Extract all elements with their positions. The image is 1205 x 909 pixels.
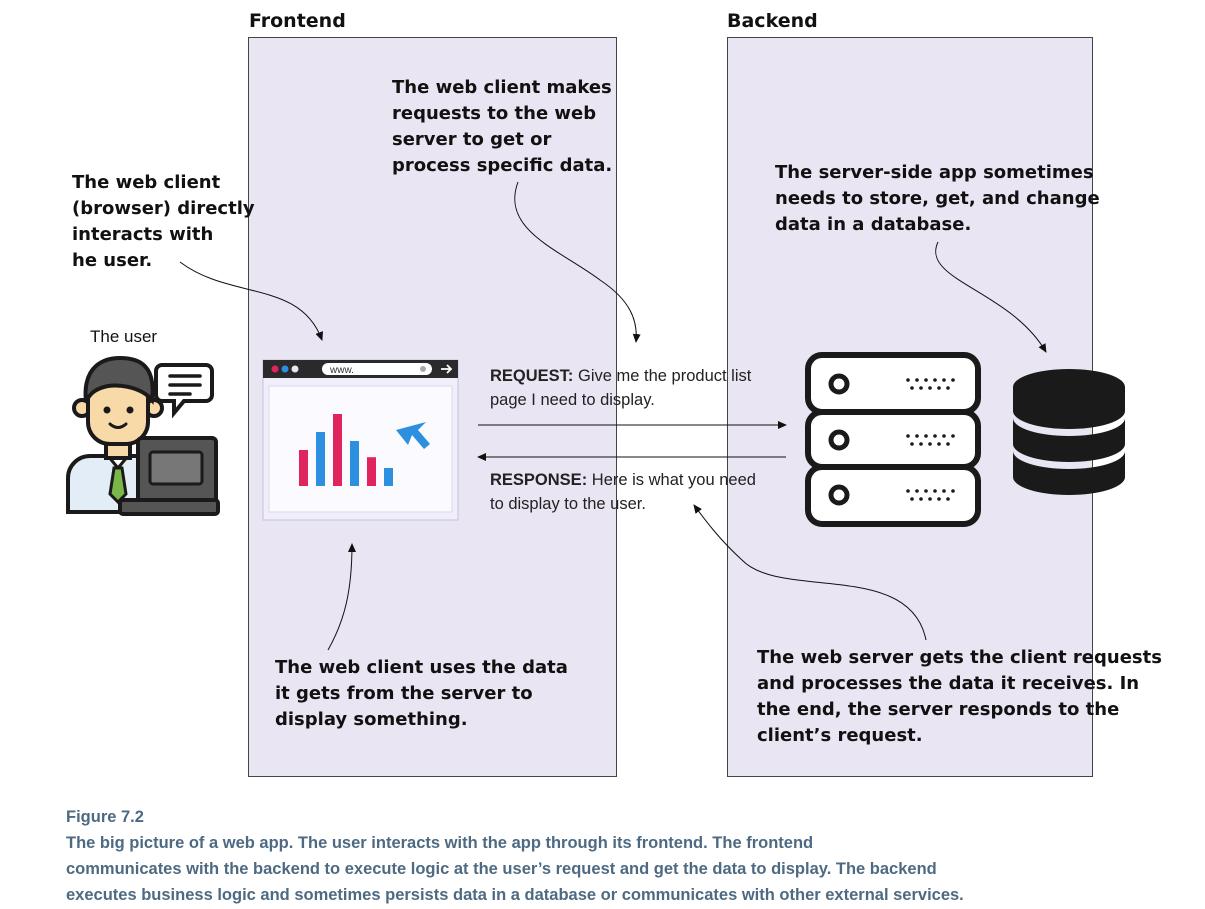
- request-line-1: Give me the product list: [573, 367, 752, 385]
- frontend-title: Frontend: [249, 10, 346, 32]
- note-line: data in a database.: [775, 214, 972, 235]
- note-web-client-requests: The web client makes requests to the web…: [392, 75, 612, 179]
- user-label: The user: [90, 327, 158, 346]
- response-line-1: Here is what you need: [587, 471, 756, 489]
- note-line: the end, the server responds to the: [757, 699, 1120, 720]
- note-web-server-processes: The web server gets the client requests …: [757, 645, 1162, 749]
- request-keyword: REQUEST:: [490, 367, 574, 385]
- note-line: interacts with: [72, 224, 214, 245]
- request-line-2: page I need to display.: [490, 391, 655, 409]
- response-line-2: to display to the user.: [490, 495, 646, 513]
- note-server-database: The server-side app sometimes needs to s…: [775, 160, 1100, 238]
- note-line: display something.: [275, 709, 468, 730]
- note-line: and processes the data it receives. In: [757, 673, 1140, 694]
- response-keyword: RESPONSE:: [490, 471, 588, 489]
- note-line: needs to store, get, and change: [775, 188, 1100, 209]
- figure-label: Figure 7.2: [66, 808, 144, 826]
- note-line: (browser) directly: [72, 198, 255, 219]
- note-line: server to get or: [392, 129, 552, 150]
- backend-title: Backend: [727, 10, 818, 32]
- note-line: requests to the web: [392, 103, 597, 124]
- note-line: The web server gets the client requests: [757, 647, 1162, 668]
- note-line: client’s request.: [757, 725, 923, 746]
- caption-text: The big picture of a web app. The user i…: [66, 834, 814, 852]
- note-line: The web client: [72, 172, 221, 193]
- note-line: he user.: [72, 250, 153, 271]
- caption-line-3: executes business logic and sometimes pe…: [66, 886, 964, 904]
- note-line: it gets from the server to: [275, 683, 533, 704]
- note-web-client-interacts: The web client (browser) directly intera…: [72, 170, 255, 274]
- response-label: RESPONSE: Here is what you need to displ…: [490, 468, 756, 516]
- user-at-computer-icon: [66, 355, 220, 516]
- note-line: The server-side app sometimes: [775, 162, 1094, 183]
- note-line: process specific data.: [392, 155, 613, 176]
- note-web-client-displays: The web client uses the data it gets fro…: [275, 655, 568, 733]
- request-label: REQUEST: Give me the product list page I…: [490, 364, 751, 412]
- caption-line-2: communicates with the backend to execute…: [66, 860, 937, 878]
- note-line: The web client makes: [392, 77, 612, 98]
- note-line: The web client uses the data: [275, 657, 568, 678]
